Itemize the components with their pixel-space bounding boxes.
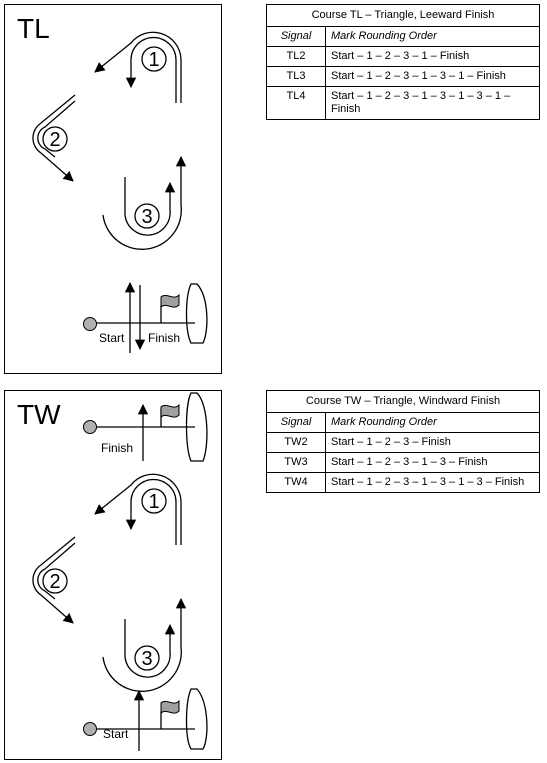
mark-2-rounding <box>32 94 76 182</box>
mark-3-label: 3 <box>141 648 152 670</box>
column-header-order: Mark Rounding Order <box>325 26 540 47</box>
committee-flag <box>160 699 180 715</box>
mark-1-rounding <box>94 473 182 545</box>
mark-2-label: 2 <box>49 571 60 593</box>
start-pin-buoy <box>83 317 97 331</box>
order-cell: Start – 1 – 2 – 3 – 1 – 3 – 1 – Finish <box>325 66 540 87</box>
order-cell: Start – 1 – 2 – 3 – 1 – 3 – 1 – 3 – 1 – … <box>325 86 540 120</box>
start-label: Start <box>99 331 125 345</box>
course-tw-diagram: TW <box>4 390 222 760</box>
table-row: TL3 Start – 1 – 2 – 3 – 1 – 3 – 1 – Fini… <box>266 66 540 87</box>
table-row: TL4 Start – 1 – 2 – 3 – 1 – 3 – 1 – 3 – … <box>266 86 540 120</box>
table-row: TL2 Start – 1 – 2 – 3 – 1 – Finish <box>266 46 540 67</box>
finish-label: Finish <box>101 441 134 455</box>
mark-1-rounding <box>94 31 182 103</box>
order-cell: Start – 1 – 2 – 3 – 1 – Finish <box>325 46 540 67</box>
order-cell: Start – 1 – 2 – 3 – 1 – 3 – 1 – 3 – Fini… <box>325 472 540 493</box>
course-tw-title: TW <box>17 399 61 430</box>
table-row: TW2 Start – 1 – 2 – 3 – Finish <box>266 432 540 453</box>
committee-flag <box>160 403 180 419</box>
committee-boat <box>185 392 208 462</box>
mark-2-rounding <box>32 536 76 624</box>
mark-1-label: 1 <box>148 491 159 513</box>
column-header-order: Mark Rounding Order <box>325 412 540 433</box>
signal-cell: TL4 <box>266 86 326 120</box>
table-row: TW3 Start – 1 – 2 – 3 – 1 – 3 – Finish <box>266 452 540 473</box>
course-tw-table: Course TW – Triangle, Windward Finish Si… <box>266 390 540 493</box>
table-caption: Course TW – Triangle, Windward Finish <box>266 390 540 413</box>
column-header-signal: Signal <box>266 412 326 433</box>
mark-2-label: 2 <box>49 129 60 151</box>
finish-pin-buoy <box>83 420 97 434</box>
course-tw-svg: 1 2 3 <box>32 392 208 751</box>
mark-3-rounding <box>102 155 187 250</box>
start-line <box>91 689 195 751</box>
committee-flag <box>160 293 180 309</box>
mark-1-label: 1 <box>148 49 159 71</box>
finish-label: Finish <box>148 331 181 345</box>
signal-cell: TL2 <box>266 46 326 67</box>
start-label: Start <box>103 727 129 741</box>
committee-boat <box>185 688 208 750</box>
course-tl-table: Course TL – Triangle, Leeward Finish Sig… <box>266 4 540 120</box>
start-finish-line <box>91 281 195 353</box>
signal-cell: TW3 <box>266 452 326 473</box>
course-tl-svg: 1 2 3 <box>32 31 208 353</box>
mark-3-label: 3 <box>141 206 152 228</box>
order-cell: Start – 1 – 2 – 3 – 1 – 3 – Finish <box>325 452 540 473</box>
signal-cell: TW4 <box>266 472 326 493</box>
table-row: TW4 Start – 1 – 2 – 3 – 1 – 3 – 1 – 3 – … <box>266 472 540 493</box>
start-pin-buoy <box>83 722 97 736</box>
column-header-signal: Signal <box>266 26 326 47</box>
mark-3-rounding <box>102 597 187 692</box>
order-cell: Start – 1 – 2 – 3 – Finish <box>325 432 540 453</box>
course-tl-title: TL <box>17 13 50 44</box>
committee-boat <box>185 283 208 344</box>
table-caption: Course TL – Triangle, Leeward Finish <box>266 4 540 27</box>
signal-cell: TW2 <box>266 432 326 453</box>
course-tl-diagram: TL <box>4 4 222 374</box>
signal-cell: TL3 <box>266 66 326 87</box>
